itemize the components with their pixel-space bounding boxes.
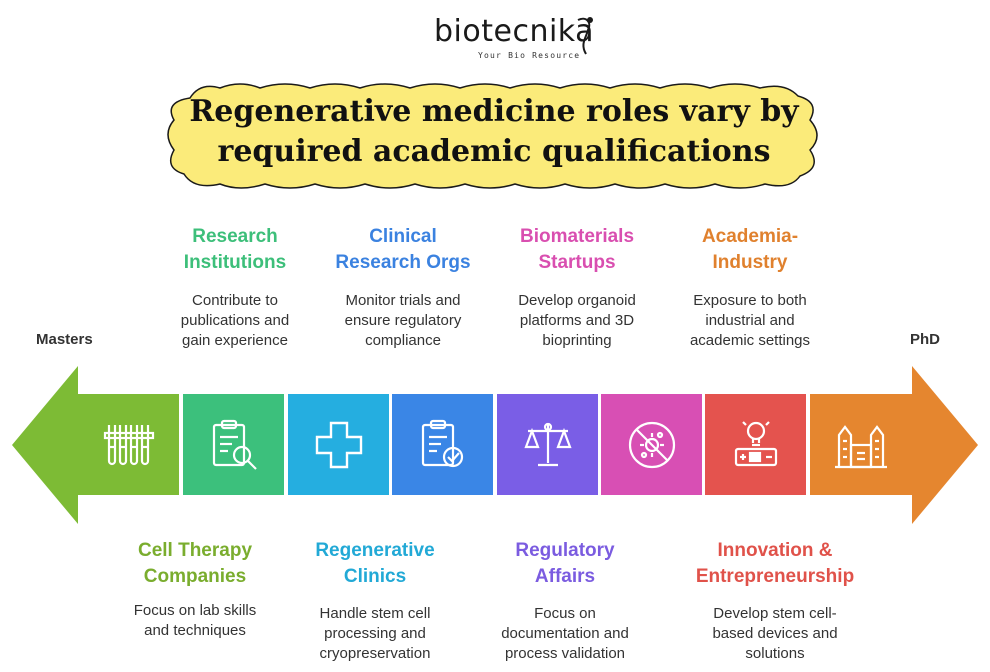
role-desc-biomaterials-startups: Develop organoid platforms and 3D biopri… bbox=[518, 292, 636, 349]
role-title-biomaterials-startups: Biomaterials Startups bbox=[519, 226, 635, 273]
role-desc-regenerative-clinics: Handle stem cell processing and cryopres… bbox=[319, 605, 431, 662]
logo-figure-icon bbox=[577, 17, 593, 55]
logo-wordmark: biotecnika bbox=[434, 14, 595, 49]
segment-regenerative-clinics bbox=[288, 394, 389, 495]
clipboard-check-icon bbox=[421, 419, 463, 467]
role-desc-academia-industry: Exposure to both industrial and academic… bbox=[689, 292, 811, 349]
label-phd: PhD bbox=[910, 331, 940, 348]
logo-tagline: Your Bio Resource bbox=[478, 51, 581, 60]
segment-research-institutions bbox=[183, 394, 284, 495]
arrow-left-head bbox=[12, 366, 78, 524]
medical-cross-icon bbox=[315, 421, 362, 468]
role-title-regenerative-clinics: Regenerative Clinics bbox=[315, 540, 435, 587]
title-cloud-shape bbox=[167, 83, 818, 189]
title-line-2: required academic qualifications bbox=[217, 134, 771, 169]
arrow-right-head bbox=[912, 366, 978, 524]
role-title-cell-therapy-companies: Cell Therapy Companies bbox=[137, 540, 253, 587]
role-title-regulatory-affairs: Regulatory Affairs bbox=[515, 540, 615, 587]
scales-icon bbox=[523, 422, 572, 466]
factory-icon bbox=[835, 424, 887, 468]
segment-innovation-entrepreneurship bbox=[705, 394, 806, 495]
segment-academia-industry bbox=[810, 394, 912, 495]
role-title-innovation-entrepreneurship: Innovation & Entrepreneurship bbox=[695, 540, 855, 587]
role-desc-research-institutions: Contribute to publications and gain expe… bbox=[180, 292, 290, 349]
segment-clinical-research-orgs bbox=[392, 394, 493, 495]
title-line-1: Regenerative medicine roles vary by bbox=[189, 94, 799, 129]
lightbulb-battery-icon bbox=[734, 420, 777, 466]
role-desc-innovation-entrepreneurship: Develop stem cell- based devices and sol… bbox=[712, 605, 838, 662]
role-title-academia-industry: Academia- Industry bbox=[701, 226, 799, 273]
segment-cell-therapy bbox=[78, 394, 179, 495]
label-masters: Masters bbox=[36, 331, 93, 348]
no-virus-icon bbox=[628, 421, 675, 468]
logo: biotecnika Your Bio Resource bbox=[420, 14, 620, 64]
role-desc-regulatory-affairs: Focus on documentation and process valid… bbox=[501, 605, 629, 662]
role-title-research-institutions: Research Institutions bbox=[183, 226, 287, 273]
role-desc-cell-therapy-companies: Focus on lab skills and techniques bbox=[133, 602, 257, 639]
role-title-clinical-research-orgs: Clinical Research Orgs bbox=[335, 226, 471, 273]
test-tubes-icon bbox=[103, 424, 154, 465]
segment-biomaterials-startups bbox=[601, 394, 702, 495]
clipboard-search-icon bbox=[212, 419, 257, 470]
role-desc-clinical-research-orgs: Monitor trials and ensure regulatory com… bbox=[344, 292, 462, 349]
segment-regulatory-affairs bbox=[497, 394, 598, 495]
page-title: Regenerative medicine roles vary by requ… bbox=[170, 92, 818, 172]
